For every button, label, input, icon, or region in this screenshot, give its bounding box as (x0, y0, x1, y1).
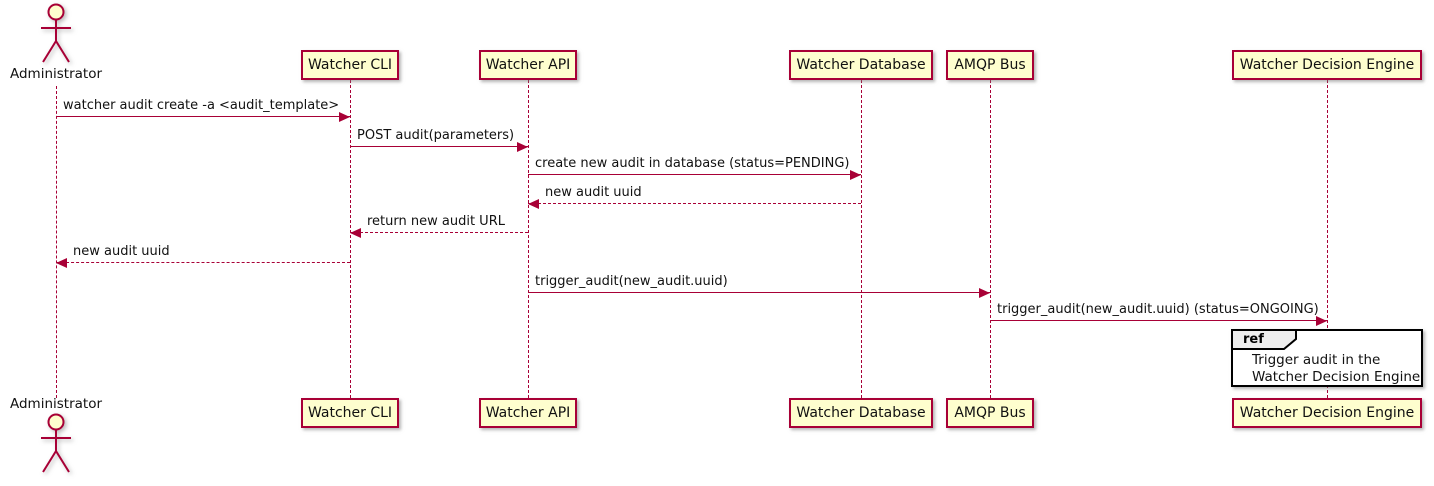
message-6-label: new audit uuid (73, 244, 170, 259)
participant-watcher-api-bottom: Watcher API (479, 398, 577, 428)
message-5-label: return new audit URL (367, 214, 505, 229)
actor-icon (41, 413, 71, 473)
message-1-label: watcher audit create -a <audit_template> (63, 98, 340, 113)
lifeline-amqp-bus (990, 80, 991, 398)
arrowhead-icon (1316, 316, 1327, 326)
actor-icon (41, 3, 71, 63)
message-7-label: trigger_audit(new_audit.uuid) (535, 274, 728, 289)
message-2-line (350, 146, 528, 147)
message-8-line (990, 320, 1327, 321)
participant-watcher-cli-top: Watcher CLI (301, 50, 399, 80)
message-4: new audit uuid (528, 185, 861, 209)
participant-watcher-database-top: Watcher Database (789, 50, 933, 80)
lifeline-watcher-api (528, 80, 529, 398)
arrowhead-icon (528, 199, 539, 209)
ref-text-line-1: Trigger audit in the (1252, 352, 1381, 368)
ref-fragment: ref Trigger audit in the Watcher Decisio… (1231, 329, 1423, 387)
lifeline-administrator (56, 86, 57, 398)
participant-watcher-database-bottom: Watcher Database (789, 398, 933, 428)
message-7-line (528, 292, 990, 293)
participant-watcher-cli-bottom: Watcher CLI (301, 398, 399, 428)
message-8: trigger_audit(new_audit.uuid) (status=ON… (990, 302, 1327, 326)
message-6-line (56, 262, 350, 263)
arrowhead-icon (517, 142, 528, 152)
message-8-label: trigger_audit(new_audit.uuid) (status=ON… (997, 302, 1319, 317)
participant-amqp-bus-top: AMQP Bus (946, 50, 1034, 80)
arrowhead-icon (350, 228, 361, 238)
message-4-line (528, 203, 861, 204)
arrowhead-icon (56, 258, 67, 268)
message-4-label: new audit uuid (545, 185, 642, 200)
lifeline-watcher-decision-engine (1327, 80, 1328, 398)
actor-label-top: Administrator (9, 66, 103, 82)
participant-amqp-bus-bottom: AMQP Bus (946, 398, 1034, 428)
message-6: new audit uuid (56, 244, 350, 268)
message-1: watcher audit create -a <audit_template> (56, 98, 350, 122)
message-5-line (350, 232, 528, 233)
message-5: return new audit URL (350, 214, 528, 238)
lifeline-watcher-database (861, 80, 862, 398)
participant-watcher-decision-engine-top: Watcher Decision Engine (1232, 50, 1422, 80)
message-3: create new audit in database (status=PEN… (528, 156, 861, 180)
actor-label-bottom: Administrator (9, 396, 103, 412)
participant-watcher-api-top: Watcher API (479, 50, 577, 80)
message-2: POST audit(parameters) (350, 128, 528, 152)
ref-keyword: ref (1243, 332, 1264, 347)
message-3-line (528, 174, 861, 175)
message-7: trigger_audit(new_audit.uuid) (528, 274, 990, 298)
ref-text-line-2: Watcher Decision Engine (1252, 369, 1421, 385)
arrowhead-icon (339, 112, 350, 122)
message-3-label: create new audit in database (status=PEN… (535, 156, 850, 171)
arrowhead-icon (850, 170, 861, 180)
ref-tab-icon (1231, 329, 1297, 350)
message-1-line (56, 116, 350, 117)
lifeline-watcher-cli (350, 80, 351, 398)
arrowhead-icon (979, 288, 990, 298)
message-2-label: POST audit(parameters) (357, 128, 515, 143)
participant-watcher-decision-engine-bottom: Watcher Decision Engine (1232, 398, 1422, 428)
